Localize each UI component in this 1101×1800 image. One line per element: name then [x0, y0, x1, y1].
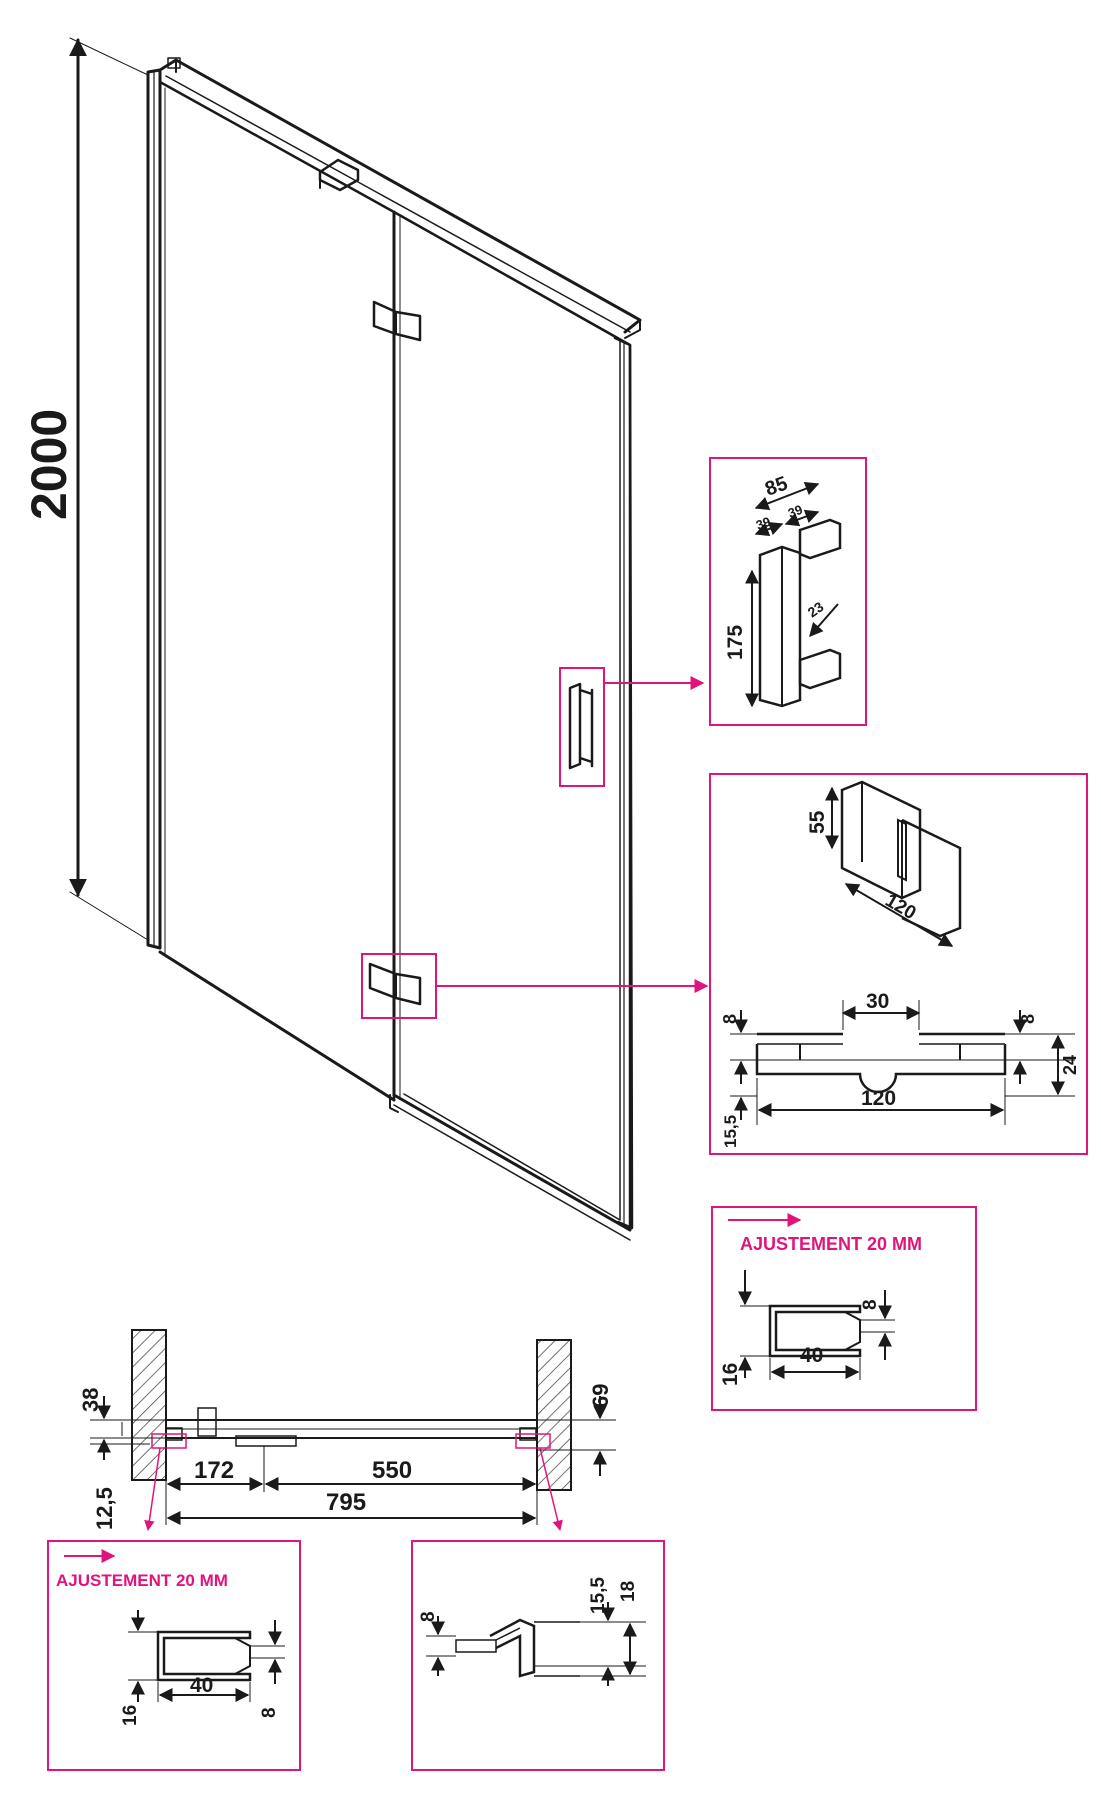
hinge-bottom-offset-label: 15,5 [721, 1115, 740, 1148]
door-perspective [69, 37, 642, 1241]
overall-height-label: 2000 [21, 409, 77, 520]
hinge-length-bottom-label: 120 [861, 1087, 896, 1110]
seal-bottom-right-offset-label: 15,5 [588, 1577, 609, 1614]
seal-right-detail-frame [711, 1206, 977, 1411]
handle-depth-label: 23 [805, 598, 827, 620]
seal-bottom-left-height-label: 16 [120, 1705, 141, 1726]
hinge-height-label: 55 [806, 810, 829, 834]
seal-bottom-left-gap-label: 8 [259, 1707, 280, 1718]
seal-right-detail [728, 1213, 895, 1380]
seal-right-label: AJUSTEMENT 20 MM [740, 1234, 922, 1254]
hinge-detail-frame [709, 773, 1088, 1155]
seal-right-width-label: 40 [800, 1344, 823, 1367]
handle-detail-frame [709, 457, 867, 726]
plan-view [90, 1329, 616, 1532]
hinge-gap-label: 30 [866, 990, 889, 1013]
handle-offset-right-label: 39 [786, 502, 805, 521]
handle-detail [745, 482, 842, 708]
wall-right [536, 1339, 572, 1491]
hinge-callout-box [361, 953, 437, 1019]
handle-offset-left-label: 39 [754, 514, 773, 533]
wall-profile [146, 68, 162, 950]
seal-bottom-left-frame [47, 1540, 301, 1771]
seal-bottom-right-frame [411, 1540, 665, 1771]
plan-door-segment-label: 550 [372, 1457, 412, 1484]
plan-left-segment-label: 172 [194, 1457, 234, 1484]
callouts [47, 457, 1088, 1771]
hinge-total-thickness-label: 24 [1060, 1055, 1080, 1075]
seal-bottom-left-width-label: 40 [190, 1674, 213, 1697]
door-panel [392, 210, 632, 1232]
seal-bottom-right-thickness-label: 8 [418, 1611, 439, 1622]
plan-wall-left-label: 38 [78, 1388, 103, 1412]
door-handle [568, 682, 594, 770]
seal-bottom-left-detail [64, 1549, 285, 1702]
handle-height-label: 175 [724, 625, 747, 660]
seal-bottom-right-height-label: 18 [618, 1581, 639, 1602]
fixed-panel [158, 80, 396, 1102]
seal-right-gap-label: 8 [860, 1299, 881, 1310]
wall-left [131, 1329, 167, 1481]
hinge-plate-right-label: 8 [1018, 1014, 1038, 1024]
handle-callout-box [559, 667, 605, 787]
plan-wall-right-label: 69 [588, 1384, 613, 1408]
hinge-length-top-label: 120 [882, 890, 920, 924]
hinge-plate-left-label: 8 [720, 1014, 740, 1024]
seal-bottom-right-detail [426, 1602, 646, 1686]
seal-bottom-left-label: AJUSTEMENT 20 MM [56, 1571, 228, 1590]
hinge-detail [730, 780, 1075, 1125]
seal-right-height-label: 16 [719, 1363, 742, 1386]
plan-total-width-label: 795 [326, 1489, 366, 1516]
plan-bottom-offset-label: 12,5 [92, 1487, 117, 1530]
